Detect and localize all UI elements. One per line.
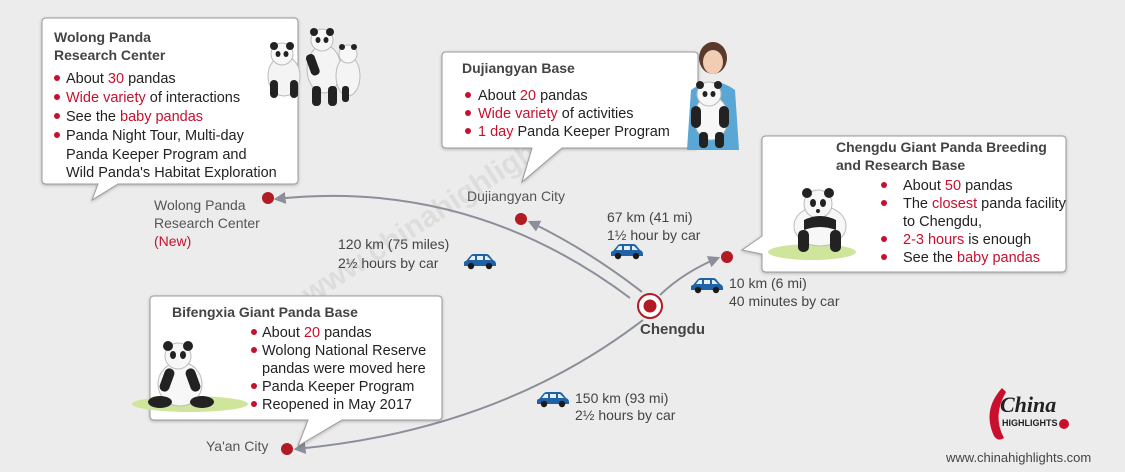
callout-wolong-title: Wolong Panda Research Center <box>54 29 166 63</box>
callout-chengdu-base-bullets <box>881 182 887 260</box>
keeper-holding-panda-icon <box>687 42 739 150</box>
footer-url[interactable]: www.chinahighlights.com <box>945 450 1091 465</box>
car-icon <box>464 254 496 270</box>
logo-sub-text: HIGHLIGHTS <box>1002 418 1058 428</box>
route-to-wolong <box>273 192 631 299</box>
hub-dot <box>643 299 657 313</box>
logo-main-text: China <box>1000 392 1056 417</box>
callout-dujiangyan-item-3: 1 day Panda Keeper Program <box>478 124 670 140</box>
hub-marker-chengdu[interactable] <box>637 293 663 319</box>
callout-dujiangyan-item-1: About 20 pandas <box>478 88 588 104</box>
callout-wolong-item-3: See the baby pandas <box>66 109 203 125</box>
standing-panda-icon <box>768 188 856 260</box>
callout-bifengxia-bullets <box>251 329 257 407</box>
car-icon <box>611 244 643 260</box>
route-label-yaan: 150 km (93 mi) 2½ hours by car <box>575 390 676 423</box>
callout-chengdu-base-item-3: 2-3 hours is enough <box>903 232 1031 248</box>
routes <box>273 192 721 455</box>
route-label-chengdu-base: 10 km (6 mi) 40 minutes by car <box>729 275 840 309</box>
callout-wolong-bullets <box>54 75 60 138</box>
callout-bifengxia-title: Bifengxia Giant Panda Base <box>172 304 358 320</box>
car-icon <box>537 392 569 408</box>
callout-dujiangyan-title: Dujiangyan Base <box>462 60 575 76</box>
city-marker-icon <box>721 251 733 263</box>
city-label-dujiangyan: Dujiangyan City <box>467 188 565 204</box>
china-highlights-logo[interactable]: China HIGHLIGHTS <box>989 388 1070 440</box>
callout-bifengxia-item-1: About 20 pandas <box>262 325 372 341</box>
hub-label-chengdu: Chengdu <box>640 321 705 338</box>
city-marker-icon <box>262 192 274 204</box>
route-label-dujiangyan: 67 km (41 mi) 1½ hour by car <box>607 209 701 243</box>
callout-dujiangyan-bullets <box>465 92 471 134</box>
callout-wolong-item-2: Wide variety of interactions <box>66 90 240 106</box>
sitting-panda-icon <box>132 341 248 412</box>
callout-bifengxia-item-3: Panda Keeper Program Reopened in May 201… <box>262 379 418 413</box>
callout-bifengxia-item-2: Wolong National Reserve pandas were move… <box>262 343 430 377</box>
city-marker-chengdu-base[interactable] <box>721 251 733 263</box>
route-to-dujiangyan <box>527 220 643 293</box>
route-to-chengdu-base <box>659 256 721 296</box>
city-marker-dujiangyan[interactable] <box>515 213 527 225</box>
city-marker-icon <box>515 213 527 225</box>
city-label-yaan: Ya'an City <box>206 438 268 454</box>
city-marker-icon <box>281 443 293 455</box>
callout-wolong-item-1: About 30 pandas <box>66 71 176 87</box>
city-marker-wolong[interactable] <box>262 192 274 204</box>
car-icon <box>691 278 723 294</box>
callout-chengdu-base-title: Chengdu Giant Panda Breeding and Researc… <box>836 139 1051 173</box>
callout-chengdu-base-item-4: See the baby pandas <box>903 250 1040 266</box>
callout-dujiangyan <box>441 51 699 184</box>
callout-dujiangyan-item-2: Wide variety of activities <box>478 106 634 122</box>
panda-group-icon <box>267 28 361 106</box>
city-label-wolong: Wolong Panda Research Center (New) <box>154 197 264 249</box>
callout-wolong <box>41 17 299 202</box>
city-marker-yaan[interactable] <box>281 443 293 455</box>
callout-wolong-item-4: Panda Night Tour, Multi-day Panda Keeper… <box>66 128 277 181</box>
callout-chengdu-base-item-1: About 50 pandas <box>903 178 1013 194</box>
route-to-yaan <box>293 319 644 455</box>
route-label-wolong: 120 km (75 miles) 2½ hours by car <box>338 236 453 271</box>
